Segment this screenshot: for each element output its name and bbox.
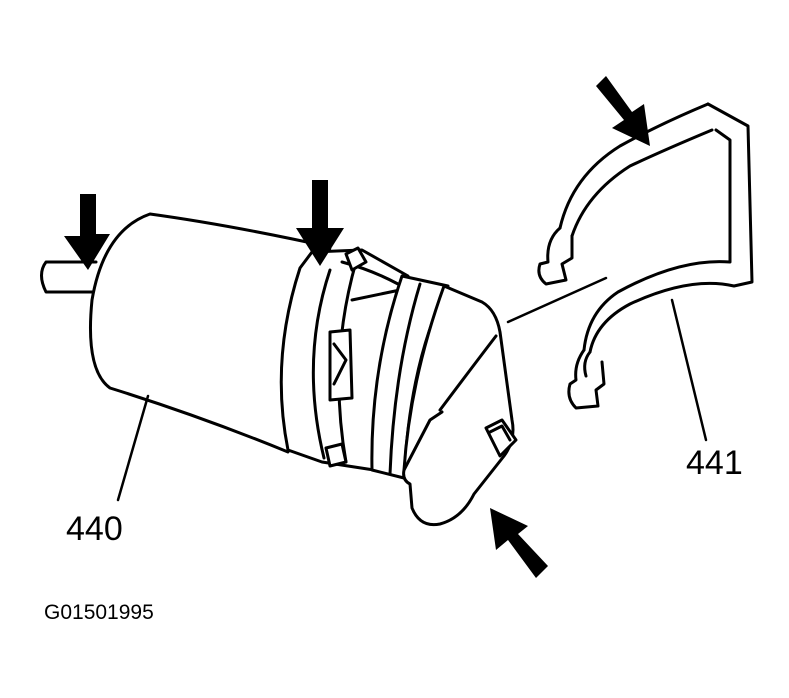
arrow-down-collar-icon xyxy=(296,180,344,266)
clip-frame-outer xyxy=(588,102,754,354)
pump-collar-notch-top xyxy=(344,246,368,272)
clip-upper-hook xyxy=(537,226,574,286)
pump-connector-edge xyxy=(402,410,444,472)
pump-collar-band xyxy=(311,268,332,460)
arrow-down-right-clip-icon xyxy=(596,76,650,146)
arrow-down-outlet-icon xyxy=(64,194,110,270)
pump-collar-ring xyxy=(340,260,400,286)
clip-lower-arm xyxy=(583,350,592,378)
leader-lines xyxy=(116,276,708,502)
callout-441-label: 441 xyxy=(686,444,743,482)
pump-lock-tab xyxy=(332,342,348,386)
callout-440-label: 440 xyxy=(66,510,123,548)
figure-id-label: G01501995 xyxy=(44,601,154,624)
clip-upper-arm xyxy=(558,102,710,230)
pump-collar-wedge xyxy=(350,288,402,302)
clip-lower-hook xyxy=(567,348,606,410)
leader-line-assembly xyxy=(506,276,608,324)
pump-outlet-shaft xyxy=(40,260,98,294)
clip-frame-inner xyxy=(582,128,732,352)
pump-connector-face xyxy=(438,334,498,412)
arrow-up-left-connector-icon xyxy=(490,508,548,578)
pump-motor-body xyxy=(88,212,332,454)
leader-line-440 xyxy=(116,394,150,502)
pump-seal-ring-inner xyxy=(388,282,422,476)
indicator-arrows xyxy=(64,76,650,578)
washer-pump-440 xyxy=(40,212,518,527)
pump-connector-housing xyxy=(402,284,515,527)
leader-line-441 xyxy=(670,298,708,442)
pump-collar-notch-bottom xyxy=(324,442,348,468)
clip-upper-arm-inner xyxy=(570,128,714,238)
pump-lock-window xyxy=(328,328,354,402)
retaining-clip-441 xyxy=(537,102,754,410)
pump-connector-terminal-inner xyxy=(488,424,512,442)
